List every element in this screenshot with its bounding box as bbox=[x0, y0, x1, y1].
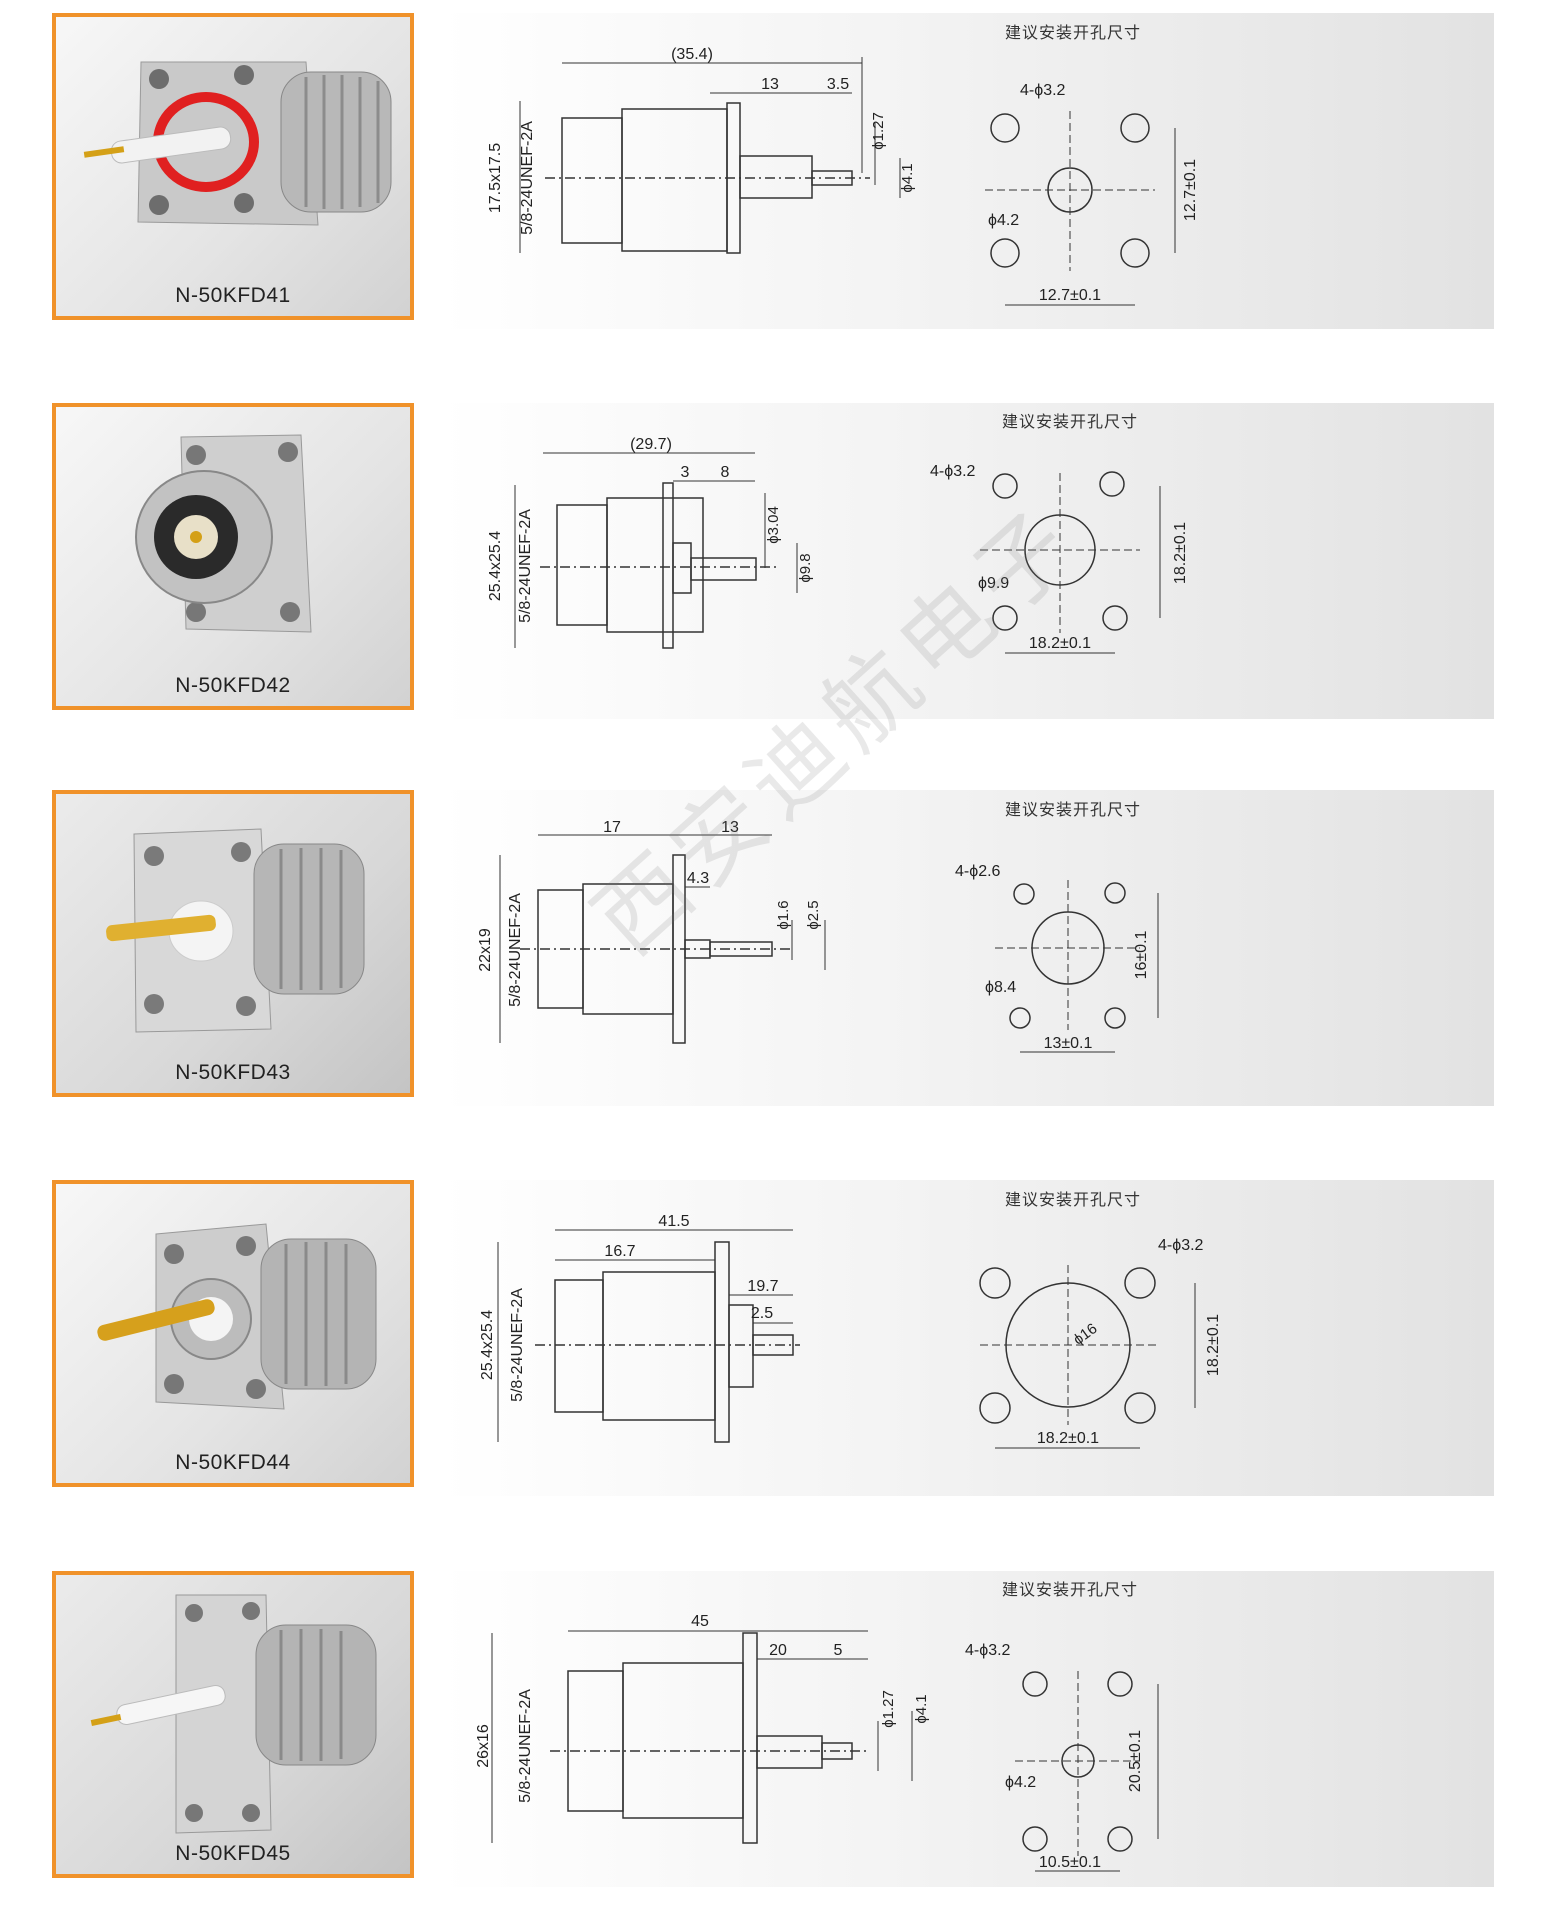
hole-size-title: 建议安装开孔尺寸 bbox=[1002, 1580, 1139, 1599]
dim-dia-b: ϕ4.1 bbox=[913, 1694, 930, 1723]
dim-vertical: 18.2±0.1 bbox=[1205, 1314, 1222, 1376]
technical-drawing: (29.7) 3 8 25.4x25.4 5/8-24UNEF-2A ϕ3.04… bbox=[487, 436, 1189, 654]
dim-horizontal: 18.2±0.1 bbox=[1029, 635, 1091, 652]
dim-vertical: 12.7±0.1 bbox=[1182, 159, 1199, 221]
hole-size-title: 建议安装开孔尺寸 bbox=[1005, 800, 1142, 819]
dim-overall: (35.4) bbox=[671, 46, 713, 63]
hole-size-title: 建议安装开孔尺寸 bbox=[1005, 1190, 1142, 1209]
connector-image bbox=[135, 434, 312, 633]
dim-flange: 25.4x25.4 bbox=[479, 1310, 496, 1380]
dim-holes: 4-ϕ3.2 bbox=[1158, 1237, 1204, 1254]
dim-thread: 5/8-24UNEF-2A bbox=[517, 509, 534, 623]
drawing-panel: (29.7) 3 8 25.4x25.4 5/8-24UNEF-2A ϕ3.04… bbox=[440, 403, 1494, 719]
model-name: N-50KFD43 bbox=[175, 1061, 291, 1084]
model-name: N-50KFD42 bbox=[175, 674, 291, 697]
dim-thread: 5/8-24UNEF-2A bbox=[519, 121, 536, 235]
drawing-panel: 17 13 4.3 22x19 5/8-24UNEF-2A ϕ1.6 ϕ2.5 … bbox=[440, 790, 1494, 1106]
hole-size-title: 建议安装开孔尺寸 bbox=[1005, 23, 1142, 42]
dim-dia-a: ϕ1.27 bbox=[870, 112, 887, 150]
dim-flange: 22x19 bbox=[477, 928, 494, 972]
product-photo-card: N-50KFD41 bbox=[52, 13, 414, 320]
dim-length-1: 13 bbox=[721, 819, 739, 836]
dim-center: ϕ8.4 bbox=[985, 979, 1016, 996]
dim-thread: 5/8-24UNEF-2A bbox=[517, 1689, 534, 1803]
dim-dia-b: ϕ2.5 bbox=[805, 900, 822, 929]
model-name: N-50KFD41 bbox=[175, 284, 291, 307]
connector-image bbox=[97, 1223, 377, 1410]
dim-thread: 5/8-24UNEF-2A bbox=[509, 1288, 526, 1402]
dim-flange: 17.5x17.5 bbox=[487, 143, 504, 213]
dim-length-3: 2.5 bbox=[751, 1305, 773, 1322]
dim-vertical: 16±0.1 bbox=[1133, 930, 1150, 979]
product-row-3: N-50KFD43 bbox=[0, 777, 1545, 1106]
dim-center: ϕ16 bbox=[1070, 1320, 1100, 1349]
drawing-panel: 45 20 5 26x16 5/8-24UNEF-2A ϕ1.27 ϕ4.1 4… bbox=[440, 1571, 1494, 1887]
dim-overall: 41.5 bbox=[658, 1213, 689, 1230]
product-row-1: N-50KFD41 bbox=[0, 0, 1545, 329]
dim-flange: 25.4x25.4 bbox=[487, 531, 504, 601]
product-row-2: N-50KFD42 bbox=[0, 390, 1545, 719]
dim-holes: 4-ϕ2.6 bbox=[955, 863, 1001, 880]
dim-length-1: 20 bbox=[769, 1642, 787, 1659]
hole-size-title: 建议安装开孔尺寸 bbox=[1002, 412, 1139, 431]
dim-center: ϕ4.2 bbox=[1005, 1774, 1036, 1791]
dim-length-1: 13 bbox=[761, 76, 779, 93]
dim-holes: 4-ϕ3.2 bbox=[930, 463, 976, 480]
dim-length-2: 3.5 bbox=[827, 76, 849, 93]
dim-length-2: 5 bbox=[834, 1642, 843, 1659]
product-photo-card: N-50KFD43 bbox=[52, 790, 414, 1097]
technical-drawing: 45 20 5 26x16 5/8-24UNEF-2A ϕ1.27 ϕ4.1 4… bbox=[475, 1613, 1159, 1872]
dim-thread: 5/8-24UNEF-2A bbox=[507, 893, 524, 1007]
technical-drawing: 41.5 16.7 19.7 2.5 25.4x25.4 5/8-24UNEF-… bbox=[479, 1213, 1222, 1449]
dim-horizontal: 18.2±0.1 bbox=[1037, 1430, 1099, 1447]
dim-length-2: 8 bbox=[721, 464, 730, 481]
connector-image bbox=[106, 828, 365, 1033]
dim-horizontal: 13±0.1 bbox=[1044, 1035, 1093, 1052]
dim-center: ϕ4.2 bbox=[988, 212, 1019, 229]
model-name: N-50KFD45 bbox=[175, 1842, 291, 1865]
dim-overall: 17 bbox=[603, 819, 621, 836]
connector-image bbox=[83, 61, 392, 226]
product-photo-card: N-50KFD45 bbox=[52, 1571, 414, 1878]
dim-length-1: 16.7 bbox=[604, 1243, 635, 1260]
technical-drawing: 17 13 4.3 22x19 5/8-24UNEF-2A ϕ1.6 ϕ2.5 … bbox=[477, 819, 1159, 1053]
dim-dia-b: ϕ9.8 bbox=[797, 553, 814, 582]
dim-overall: 45 bbox=[691, 1613, 709, 1630]
dim-length-1: 3 bbox=[681, 464, 690, 481]
model-name: N-50KFD44 bbox=[175, 1451, 291, 1474]
dim-holes: 4-ϕ3.2 bbox=[1020, 82, 1066, 99]
connector-image bbox=[90, 1594, 377, 1834]
dim-overall: (29.7) bbox=[630, 436, 672, 453]
drawing-panel: (35.4) 13 3.5 17.5x17.5 5/8-24UNEF-2A ϕ1… bbox=[440, 13, 1494, 329]
dim-horizontal: 10.5±0.1 bbox=[1039, 1854, 1101, 1871]
dim-dia-b: ϕ4.1 bbox=[899, 163, 916, 192]
dim-dia-a: ϕ1.6 bbox=[775, 900, 792, 929]
dim-holes: 4-ϕ3.2 bbox=[965, 1642, 1011, 1659]
product-row-5: N-50KFD45 bbox=[0, 1558, 1545, 1887]
technical-drawing: (35.4) 13 3.5 17.5x17.5 5/8-24UNEF-2A ϕ1… bbox=[487, 46, 1199, 306]
dim-flange: 26x16 bbox=[475, 1724, 492, 1768]
dim-length-2: 19.7 bbox=[747, 1278, 778, 1295]
product-photo-card: N-50KFD44 bbox=[52, 1180, 414, 1487]
product-row-4: N-50KFD44 bbox=[0, 1167, 1545, 1496]
drawing-panel: 41.5 16.7 19.7 2.5 25.4x25.4 5/8-24UNEF-… bbox=[440, 1180, 1494, 1496]
dim-center: ϕ9.9 bbox=[978, 575, 1009, 592]
connector-body bbox=[561, 117, 623, 244]
dim-dia-a: ϕ1.27 bbox=[880, 1690, 897, 1728]
dim-vertical: 20.5±0.1 bbox=[1127, 1730, 1144, 1792]
dim-horizontal: 12.7±0.1 bbox=[1039, 287, 1101, 304]
product-photo-card: N-50KFD42 bbox=[52, 403, 414, 710]
dim-length-2: 4.3 bbox=[687, 870, 709, 887]
dim-vertical: 18.2±0.1 bbox=[1172, 522, 1189, 584]
dim-dia-a: ϕ3.04 bbox=[765, 506, 782, 544]
